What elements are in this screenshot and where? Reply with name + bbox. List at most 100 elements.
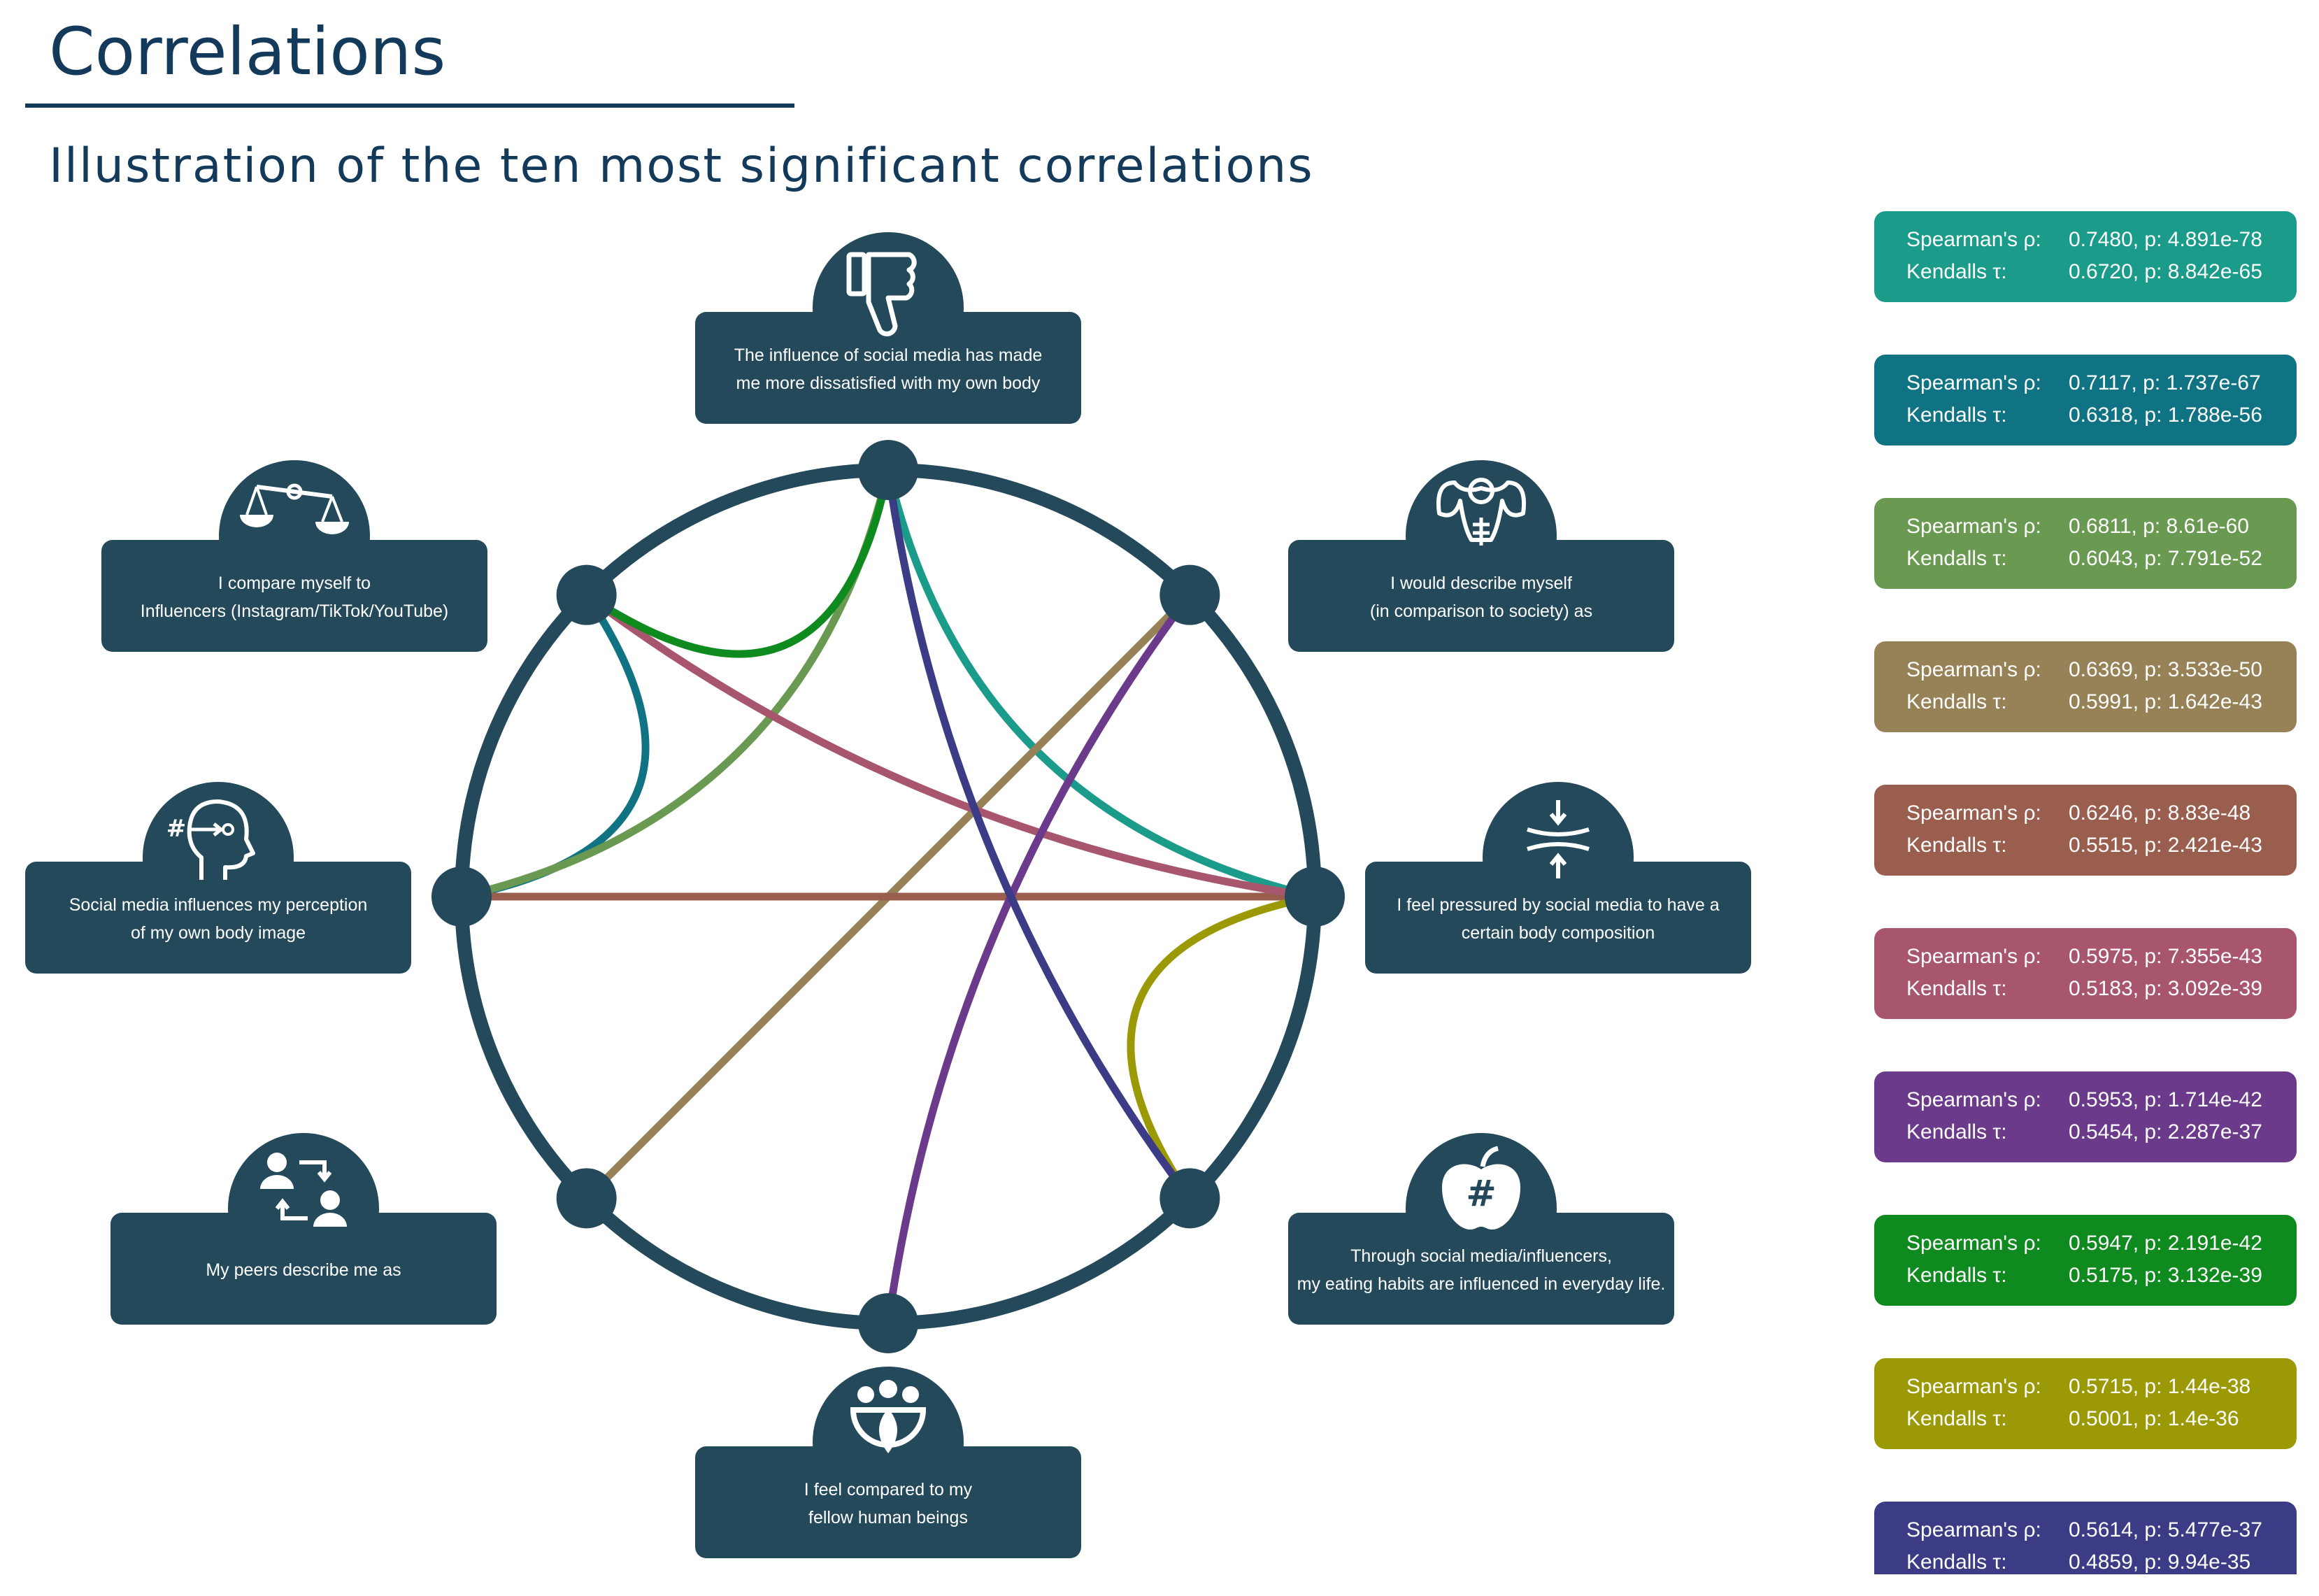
apple-hashtag-icon: # bbox=[1442, 1146, 1520, 1230]
spearman-label: Spearman's ρ: bbox=[1906, 228, 2041, 251]
node-label-line: My peers describe me as bbox=[206, 1260, 401, 1280]
kendall-value: 0.6720, p: 8.842e-65 bbox=[2069, 260, 2262, 283]
spearman-value: 0.5975, p: 7.355e-43 bbox=[2069, 945, 2262, 968]
spearman-row: Spearman's ρ: 0.5614, p: 5.477e-37 bbox=[1906, 1514, 2262, 1546]
correlation-link-describe-self-compared-humans bbox=[884, 591, 1194, 1327]
node-point-eating bbox=[1160, 1168, 1220, 1229]
spearman-value: 0.5947, p: 2.191e-42 bbox=[2069, 1232, 2262, 1255]
node-card-compared-humans: I feel compared to my fellow human beings bbox=[695, 1367, 1081, 1558]
kendall-label: Kendalls τ: bbox=[1906, 977, 2007, 1000]
node-label-box bbox=[101, 540, 487, 652]
kendall-row: Kendalls τ:0.4859, p: 9.94e-35 bbox=[1906, 1546, 2250, 1574]
spearman-value: 0.6369, p: 3.533e-50 bbox=[2069, 658, 2262, 681]
node-label-line: I feel pressured by social media to have… bbox=[1397, 895, 1719, 915]
spearman-value: 0.6811, p: 8.61e-60 bbox=[2069, 515, 2249, 538]
thumbs-down-icon bbox=[846, 252, 917, 336]
kendall-label: Kendalls τ: bbox=[1906, 1407, 2007, 1430]
title-underline bbox=[25, 104, 794, 108]
spearman-value: 0.5953, p: 1.714e-42 bbox=[2069, 1088, 2262, 1111]
node-card-dissatisfied: The influence of social media has mademe… bbox=[695, 232, 1081, 424]
kendall-value: 0.5515, p: 2.421e-43 bbox=[2069, 834, 2262, 857]
spearman-value: 0.7480, p: 4.891e-78 bbox=[2069, 228, 2262, 251]
node-point-peers bbox=[556, 1168, 617, 1229]
kendall-label: Kendalls τ: bbox=[1906, 1264, 2007, 1287]
scales-icon bbox=[240, 483, 349, 534]
spearman-row: Spearman's ρ: 0.7480, p: 4.891e-78 bbox=[1906, 224, 2262, 256]
spearman-value: 0.5614, p: 5.477e-37 bbox=[2069, 1518, 2262, 1541]
correlation-link-pressured-eating bbox=[1127, 892, 1319, 1202]
kendall-row: Kendalls τ: 0.6043, p: 7.791e-52 bbox=[1906, 543, 2262, 575]
spearman-row: Spearman's ρ: 0.6246, p: 8.83e-48 bbox=[1906, 797, 2250, 829]
kendall-label: Kendalls τ: bbox=[1906, 834, 2007, 857]
node-label-line: fellow human beings bbox=[808, 1508, 968, 1527]
spearman-label: Spearman's ρ: bbox=[1906, 1375, 2041, 1398]
spearman-row: Spearman's ρ: 0.6369, p: 3.533e-50 bbox=[1906, 654, 2262, 686]
kendall-row: Kendalls τ: 0.5991, p: 1.642e-43 bbox=[1906, 686, 2262, 718]
people-circle-icon bbox=[850, 1380, 927, 1453]
spearman-label: Spearman's ρ: bbox=[1906, 371, 2041, 394]
page-title: Correlations bbox=[49, 14, 446, 90]
node-label-box bbox=[110, 1213, 497, 1325]
node-label-box bbox=[1288, 1213, 1674, 1325]
spearman-row: Spearman's ρ: 0.5975, p: 7.355e-43 bbox=[1906, 941, 2262, 973]
kendall-value: 0.6043, p: 7.791e-52 bbox=[2069, 547, 2262, 570]
kendall-row: Kendalls τ:0.5454, p: 2.287e-37 bbox=[1906, 1116, 2262, 1148]
spearman-value: 0.5715, p: 1.44e-38 bbox=[2069, 1375, 2251, 1398]
node-label-line: (in comparison to society) as bbox=[1370, 601, 1592, 621]
kendall-label: Kendalls τ: bbox=[1906, 690, 2007, 713]
spearman-value: 0.6246, p: 8.83e-48 bbox=[2069, 801, 2251, 825]
node-label-line: The influence of social media has made bbox=[734, 345, 1043, 365]
node-card-perception: #Social media influences my perceptionof… bbox=[25, 782, 411, 974]
node-label-box bbox=[695, 1446, 1081, 1558]
spearman-label: Spearman's ρ: bbox=[1906, 801, 2041, 825]
svg-text:#: # bbox=[1466, 1173, 1497, 1215]
node-label-line: my eating habits are influenced in every… bbox=[1297, 1274, 1666, 1294]
kendall-label: Kendalls τ: bbox=[1906, 1551, 2007, 1574]
kendall-label: Kendalls τ: bbox=[1906, 547, 2007, 570]
kendall-row: Kendalls τ: 0.5175, p: 3.132e-39 bbox=[1906, 1260, 2262, 1292]
node-label-box bbox=[25, 862, 411, 974]
kendall-row: Kendalls τ:0.6720, p: 8.842e-65 bbox=[1906, 256, 2262, 288]
correlation-link-dissatisfied-compare-influencers bbox=[583, 466, 892, 658]
spearman-value: 0.7117, p: 1.737e-67 bbox=[2069, 371, 2261, 394]
svg-text:#: # bbox=[166, 815, 187, 843]
spearman-row: Spearman's ρ:0.6811, p: 8.61e-60 bbox=[1906, 511, 2249, 543]
node-label-line: I feel compared to my bbox=[804, 1480, 973, 1499]
kendall-value: 0.5991, p: 1.642e-43 bbox=[2069, 690, 2262, 713]
kendall-row: Kendalls τ:0.6318, p: 1.788e-56 bbox=[1906, 399, 2262, 432]
spearman-label: Spearman's ρ: bbox=[1906, 1518, 2041, 1541]
kendall-value: 0.5454, p: 2.287e-37 bbox=[2069, 1120, 2262, 1143]
node-card-peers: My peers describe me as bbox=[110, 1133, 497, 1325]
spearman-row: Spearman's ρ: 0.5953, p: 1.714e-42 bbox=[1906, 1084, 2262, 1116]
compression-icon bbox=[1527, 800, 1590, 878]
spearman-label: Spearman's ρ: bbox=[1906, 658, 2041, 681]
node-label-box bbox=[1288, 540, 1674, 652]
page-subtitle: Illustration of the ten most significant… bbox=[49, 138, 1314, 194]
spearman-label: Spearman's ρ: bbox=[1906, 945, 2041, 968]
node-label-line: certain body composition bbox=[1462, 923, 1655, 943]
kendall-row: Kendalls τ: 0.5001, p: 1.4e-36 bbox=[1906, 1403, 2239, 1435]
correlation-link-dissatisfied-eating bbox=[884, 466, 1194, 1202]
kendall-label: Kendalls τ: bbox=[1906, 404, 2007, 427]
node-label-line: I compare myself to bbox=[218, 573, 371, 593]
node-card-describe-self: I would describe myself (in comparison to… bbox=[1288, 460, 1674, 652]
node-label-line: I would describe myself bbox=[1390, 573, 1572, 593]
kendall-value: 0.5175, p: 3.132e-39 bbox=[2069, 1264, 2262, 1287]
spearman-row: Spearman's ρ: 0.7117, p: 1.737e-67 bbox=[1906, 367, 2261, 399]
kendall-value: 0.5001, p: 1.4e-36 bbox=[2069, 1407, 2239, 1430]
kendall-row: Kendalls τ: 0.5515, p: 2.421e-43 bbox=[1906, 829, 2262, 862]
spearman-label: Spearman's ρ: bbox=[1906, 1088, 2041, 1111]
node-label-box bbox=[695, 312, 1081, 424]
node-point-dissatisfied bbox=[858, 440, 918, 500]
peer-exchange-icon bbox=[260, 1153, 347, 1227]
node-card-pressured: I feel pressured by social media to have… bbox=[1365, 782, 1751, 974]
